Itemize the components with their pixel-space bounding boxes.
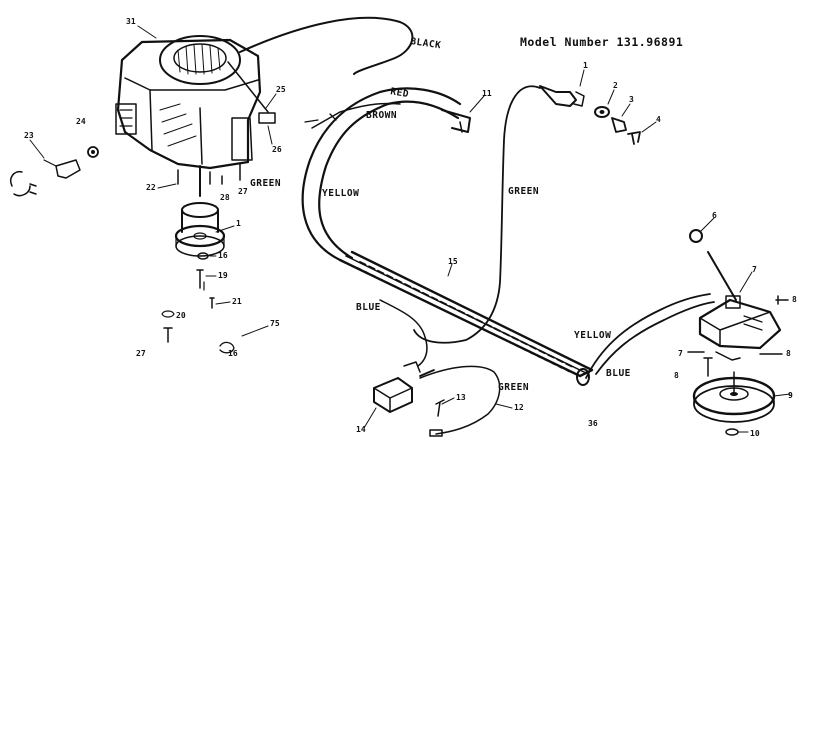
right-pulley-assembly [687,229,789,436]
wire-label-red: RED [389,86,409,100]
part-14-connector [373,361,421,413]
part-2-label: 2 [613,81,618,90]
part-14-label: 14 [356,425,366,434]
model-number-title: Model Number 131.96891 [520,35,683,49]
part-75-label: 75 [270,319,280,328]
brown-wire [311,102,401,129]
wire-label-black-top: BLACK [410,36,442,51]
green-wire-center [413,85,541,344]
part-3-label: 3 [629,95,634,104]
part-8-top-label: 8 [792,295,797,304]
part-6-label: 6 [712,211,717,220]
part-7-left-label: 7 [678,349,683,358]
part-7-label: 7 [752,265,757,274]
wire-label-blue-right: BLUE [606,368,631,379]
wire-label-green-center: GREEN [508,186,539,197]
part-28-label: 28 [220,193,230,202]
part-4-label: 4 [656,115,661,124]
part-23-label: 23 [24,131,34,140]
part-19-label: 19 [218,271,228,280]
part-25-label: 25 [276,85,286,94]
part-31-label: 31 [126,17,136,26]
wire-label-blue-left: BLUE [356,302,381,313]
part-26-label: 26 [272,145,282,154]
engine-pulley [161,202,235,354]
part-16-engine-label: 16 [218,251,228,260]
part-11-label: 11 [482,89,492,98]
part-1-pulley-label: 1 [236,219,241,228]
part-13-label: 13 [456,393,466,402]
wire-label-green-lower: GREEN [498,382,529,393]
part-25-connector [258,112,276,124]
part-21-label: 21 [232,297,242,306]
part-24-label: 24 [76,117,86,126]
part-12-label: 12 [514,403,524,412]
part-10-label: 10 [750,429,760,438]
throttle-cable [239,16,414,75]
part-36-label: 36 [588,419,598,428]
part-15-label: 15 [448,257,458,266]
part-20-label: 20 [176,311,186,320]
wire-label-green-engine: GREEN [250,178,281,189]
part-22-label: 22 [146,183,156,192]
parts-23-24 [10,146,99,197]
part-27-lower-label: 27 [136,349,146,358]
part-1-top-label: 1 [583,61,588,70]
green-wire-lower [419,365,501,435]
part-27-engine-label: 27 [238,187,248,196]
wire-label-yellow-right: YELLOW [574,330,611,341]
part-8-left-label: 8 [674,371,679,380]
engine-assembly [115,35,262,197]
part-9-label: 9 [788,391,793,400]
handle-assembly [301,87,594,386]
wire-label-brown: BROWN [366,110,397,121]
part-8-right-label: 8 [786,349,791,358]
part-16-lower-label: 16 [228,349,238,358]
yellow-blue-wire-right [585,293,711,379]
wire-label-yellow-left: YELLOW [322,188,359,199]
blue-wire-left [379,299,428,367]
